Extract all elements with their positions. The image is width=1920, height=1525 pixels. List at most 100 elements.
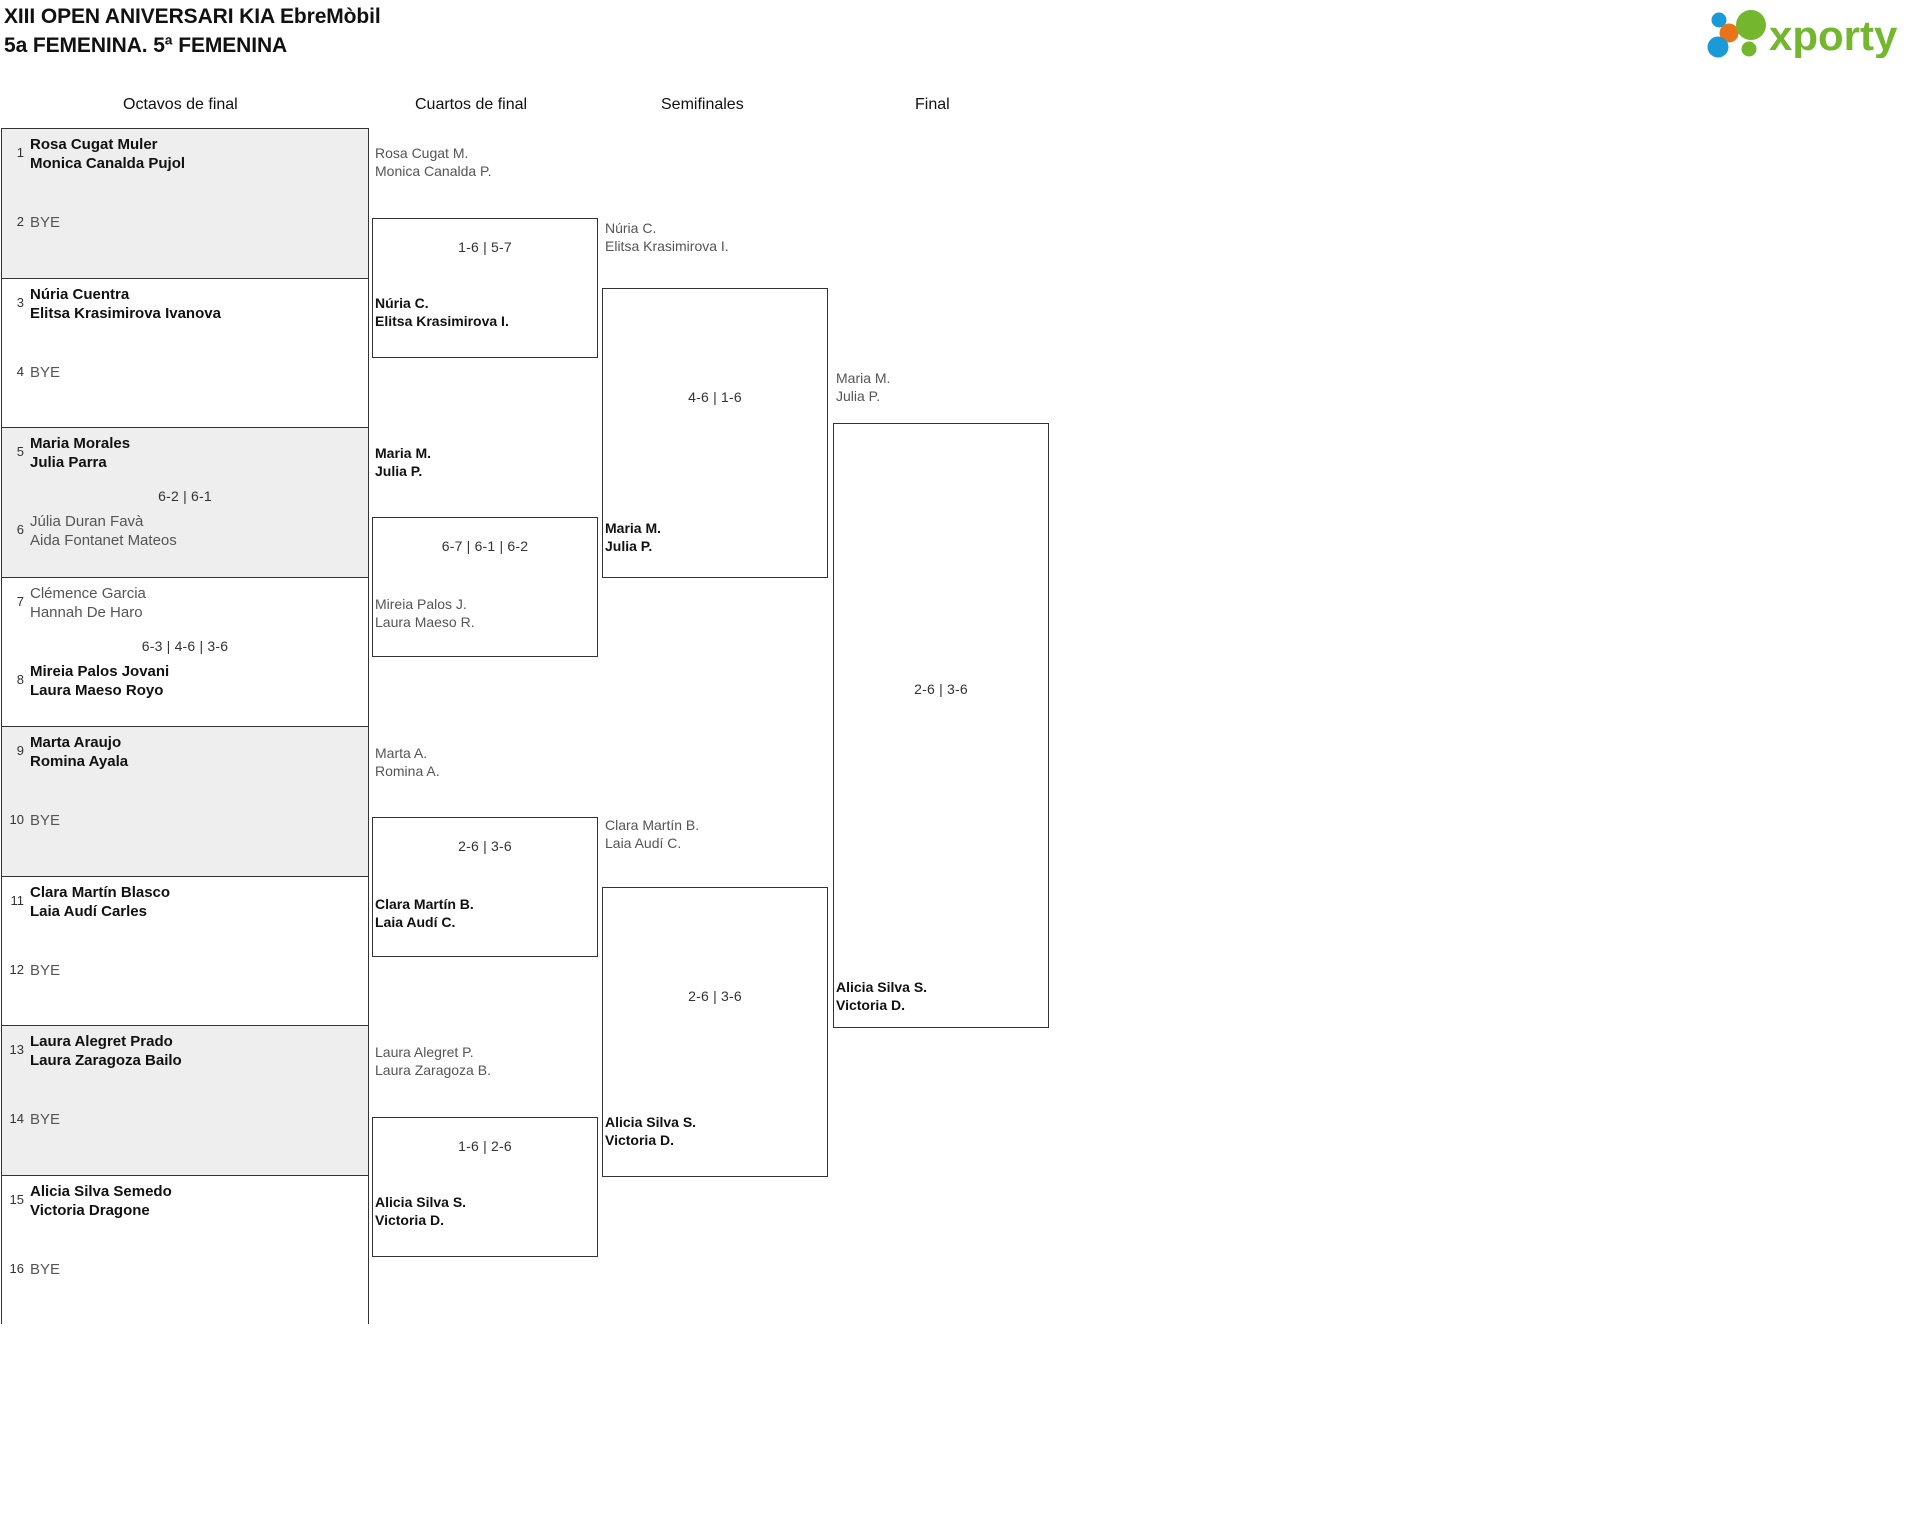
qf3-bottom-entrant: Clara Martín B. Laia Audí C. — [375, 895, 474, 931]
entrant-line-2: Elitsa Krasimirova I. — [375, 313, 509, 329]
r1-entry-seed-10: 10 BYE — [2, 811, 368, 830]
player-line-2: Laura Maeso Royo — [30, 681, 164, 699]
player-line-1: Mireia Palos Jovani — [30, 662, 170, 680]
sf2-match-box[interactable]: 2-6 | 3-6 — [602, 887, 828, 1177]
r1-match-2[interactable]: 3 Núria Cuentra Elitsa Krasimirova Ivano… — [2, 278, 368, 428]
seed-number: 2 — [16, 214, 24, 229]
qf4-bottom-entrant: Alicia Silva S. Victoria D. — [375, 1193, 466, 1229]
player-line-1: BYE — [30, 1111, 61, 1128]
qf4-match-box[interactable]: 1-6 | 2-6 — [372, 1117, 598, 1257]
player-line-1: BYE — [30, 812, 61, 829]
seed-number: 6 — [16, 522, 24, 537]
r1-entry-seed-2: 2 BYE — [2, 213, 368, 232]
player-names: BYE — [30, 213, 60, 232]
player-line-2: Laia Audí Carles — [30, 902, 147, 920]
r1-match-5[interactable]: 9 Marta Araujo Romina Ayala 10 BYE — [2, 727, 368, 877]
entrant-line-1: Laura Alegret P. — [375, 1044, 474, 1060]
entrant-line-2: Laia Audí C. — [375, 914, 456, 930]
round-header-semifinales: Semifinales — [661, 96, 744, 113]
entrant-line-2: Laura Maeso R. — [375, 614, 475, 630]
seed-number: 12 — [9, 961, 24, 977]
r1-match-6[interactable]: 11 Clara Martín Blasco Laia Audí Carles … — [2, 876, 368, 1026]
entrant-line-1: Marta A. — [375, 745, 428, 761]
r1-entry-seed-15: 15 Alicia Silva Semedo Victoria Dragone — [2, 1182, 368, 1220]
r1-match-7[interactable]: 13 Laura Alegret Prado Laura Zaragoza Ba… — [2, 1026, 368, 1176]
entrant-line-2: Victoria D. — [605, 1132, 674, 1148]
round1-column: 1 Rosa Cugat Muler Monica Canalda Pujol … — [1, 128, 369, 1325]
seed-number: 11 — [10, 892, 25, 908]
final-match-box[interactable]: 2-6 | 3-6 — [833, 423, 1049, 1028]
title-line-1: XIII OPEN ANIVERSARI KIA EbreMòbil — [4, 5, 381, 28]
qf1-match-box[interactable]: 1-6 | 5-7 — [372, 218, 598, 358]
player-names: Maria Morales Julia Parra — [30, 434, 130, 472]
entrant-line-2: Elitsa Krasimirova I. — [605, 238, 729, 254]
entrant-line-2: Julia P. — [605, 538, 653, 554]
player-names: Júlia Duran Favà Aida Fontanet Mateos — [30, 512, 177, 550]
entrant-line-1: Maria M. — [836, 370, 891, 386]
logo-dot-orange — [1719, 23, 1739, 43]
qf1-top-entrant: Rosa Cugat M. Monica Canalda P. — [375, 144, 491, 180]
entrant-line-1: Alicia Silva S. — [605, 1114, 697, 1130]
entrant-line-1: Alicia Silva S. — [836, 979, 928, 995]
player-line-1: Rosa Cugat Muler — [30, 136, 158, 153]
round-header-cuartos: Cuartos de final — [415, 96, 528, 113]
player-line-1: Marta Araujo — [30, 734, 122, 751]
entrant-line-2: Victoria D. — [375, 1212, 444, 1228]
match-score: 6-7 | 6-1 | 6-2 — [441, 538, 529, 554]
sf1-bottom-entrant: Maria M. Julia P. — [605, 519, 661, 555]
entrant-line-1: Núria C. — [605, 220, 657, 236]
player-line-1: BYE — [30, 214, 61, 231]
match-score: 1-6 | 5-7 — [458, 239, 512, 255]
entrant-line-1: Maria M. — [375, 445, 432, 461]
round-header-octavos: Octavos de final — [123, 96, 238, 113]
player-line-2: Aida Fontanet Mateos — [30, 532, 177, 549]
qf2-top-entrant: Maria M. Julia P. — [375, 444, 431, 480]
seed-number: 9 — [16, 743, 24, 758]
r1-entry-seed-16: 16 BYE — [2, 1260, 368, 1279]
final-champion-entrant: Alicia Silva S. Victoria D. — [836, 978, 927, 1014]
player-names: Rosa Cugat Muler Monica Canalda Pujol — [30, 135, 185, 173]
qf1-bottom-entrant: Núria C. Elitsa Krasimirova I. — [375, 294, 509, 330]
player-line-2: Hannah De Haro — [30, 603, 143, 621]
r1-match-1[interactable]: 1 Rosa Cugat Muler Monica Canalda Pujol … — [2, 129, 368, 279]
sf1-match-box[interactable]: 4-6 | 1-6 — [602, 288, 828, 578]
player-names: BYE — [30, 811, 60, 830]
qf2-match-box[interactable]: 6-7 | 6-1 | 6-2 — [372, 517, 598, 657]
player-line-2: Julia Parra — [30, 454, 107, 471]
player-line-1: Clémence Garcia — [30, 584, 146, 602]
entrant-line-1: Clara Martín B. — [605, 817, 700, 833]
r1-entry-seed-1: 1 Rosa Cugat Muler Monica Canalda Pujol — [2, 135, 368, 173]
seed-number: 7 — [16, 593, 24, 609]
player-line-1: BYE — [30, 1260, 61, 1278]
seed-number: 3 — [16, 294, 24, 310]
player-line-2: Victoria Dragone — [30, 1201, 150, 1219]
sf1-top-entrant: Núria C. Elitsa Krasimirova I. — [605, 219, 729, 255]
r1-entry-seed-13: 13 Laura Alegret Prado Laura Zaragoza Ba… — [2, 1032, 368, 1070]
player-line-2: Monica Canalda Pujol — [30, 155, 186, 172]
entrant-line-1: Alicia Silva S. — [375, 1194, 467, 1210]
r1-entry-seed-4: 4 BYE — [2, 363, 368, 382]
r1-match-3[interactable]: 5 Maria Morales Julia Parra 6-2 | 6-1 6 … — [2, 428, 368, 578]
xporty-logo: xporty — [1706, 8, 1906, 58]
player-names: Núria Cuentra Elitsa Krasimirova Ivanova — [30, 285, 221, 323]
logo-dot-green-small — [1741, 41, 1757, 57]
seed-number: 15 — [9, 1191, 24, 1207]
qf3-top-entrant: Marta A. Romina A. — [375, 744, 440, 780]
final-top-entrant: Maria M. Julia P. — [836, 369, 890, 405]
match-score: 1-6 | 2-6 — [458, 1138, 512, 1154]
entrant-line-2: Laia Audí C. — [605, 835, 682, 851]
match-score: 2-6 | 3-6 — [458, 838, 512, 854]
player-names: BYE — [30, 1260, 60, 1279]
player-names: Clara Martín Blasco Laia Audí Carles — [30, 883, 170, 921]
seed-number: 1 — [16, 145, 24, 160]
qf3-match-box[interactable]: 2-6 | 3-6 — [372, 817, 598, 957]
player-names: Laura Alegret Prado Laura Zaragoza Bailo — [30, 1032, 182, 1070]
qf4-top-entrant: Laura Alegret P. Laura Zaragoza B. — [375, 1043, 491, 1079]
r1-match-8[interactable]: 15 Alicia Silva Semedo Victoria Dragone … — [2, 1175, 368, 1325]
player-names: BYE — [30, 961, 60, 980]
entrant-line-1: Maria M. — [605, 520, 662, 536]
r1-match-4[interactable]: 7 Clémence Garcia Hannah De Haro 6-3 | 4… — [2, 577, 368, 727]
match-score: 2-6 | 3-6 — [688, 988, 742, 1004]
player-line-2: Elitsa Krasimirova Ivanova — [30, 304, 221, 322]
